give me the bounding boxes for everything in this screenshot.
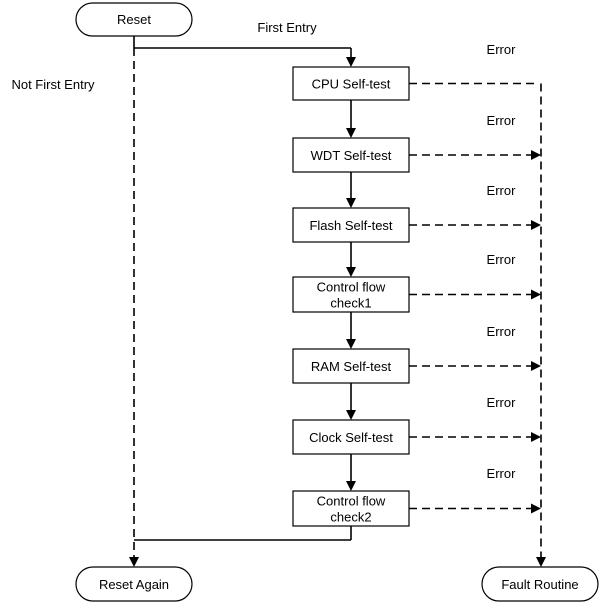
step-box — [292, 137, 410, 173]
step-label: WDT Self-test — [311, 148, 392, 163]
error-arrowhead-4 — [531, 289, 541, 300]
not-first-entry-label: Not First Entry — [11, 77, 95, 92]
step-5: RAM Self-test — [292, 348, 410, 384]
first-entry-arrowhead — [346, 57, 356, 67]
reset-label: Reset — [117, 12, 151, 27]
error-label: Error — [487, 395, 517, 410]
step-label: RAM Self-test — [311, 359, 392, 374]
step-box — [292, 276, 410, 313]
step-2: WDT Self-test — [292, 137, 410, 173]
step-label: Clock Self-test — [309, 430, 393, 445]
step-box — [292, 419, 410, 455]
flow-arrowhead-1 — [346, 128, 356, 138]
error-label: Error — [487, 42, 517, 57]
flow-arrowhead-6 — [346, 481, 356, 491]
flow-arrowhead-5 — [346, 410, 356, 420]
reset-terminal: Reset — [75, 2, 193, 37]
reset-again-terminal: Reset Again — [75, 566, 193, 602]
error-arrowhead-5 — [531, 361, 541, 371]
fault-routine-arrowhead — [536, 557, 546, 567]
reset-again-arrowhead — [129, 557, 139, 567]
step-label: Flash Self-test — [309, 218, 392, 233]
step-label: Control flow — [317, 494, 386, 509]
step-box — [292, 207, 410, 243]
error-label: Error — [487, 466, 517, 481]
step-3: Flash Self-test — [292, 207, 410, 243]
flow-arrowhead-4 — [346, 339, 356, 349]
reset-again-label: Reset Again — [99, 577, 169, 592]
first-entry-label: First Entry — [257, 20, 317, 35]
error-label: Error — [487, 183, 517, 198]
step-box — [292, 490, 410, 527]
flow-arrowhead-3 — [346, 267, 356, 277]
error-arrowhead-7 — [531, 503, 541, 514]
error-label: Error — [487, 252, 517, 267]
error-arrowhead-6 — [531, 432, 541, 442]
error-label: Error — [487, 113, 517, 128]
step-label: check1 — [330, 296, 371, 311]
step-box — [292, 348, 410, 384]
error-arrowhead-2 — [531, 150, 541, 160]
error-arrowhead-3 — [531, 220, 541, 230]
step-label: CPU Self-test — [312, 77, 391, 92]
step-label: Control flow — [317, 280, 386, 295]
flow-arrowhead-2 — [346, 198, 356, 208]
error-label: Error — [487, 324, 517, 339]
fault-routine-terminal: Fault Routine — [481, 566, 599, 602]
step-1: CPU Self-test — [292, 66, 410, 101]
fault-routine-label: Fault Routine — [501, 577, 578, 592]
step-label: check2 — [330, 510, 371, 525]
step-6: Clock Self-test — [292, 419, 410, 455]
step-box — [292, 66, 410, 101]
